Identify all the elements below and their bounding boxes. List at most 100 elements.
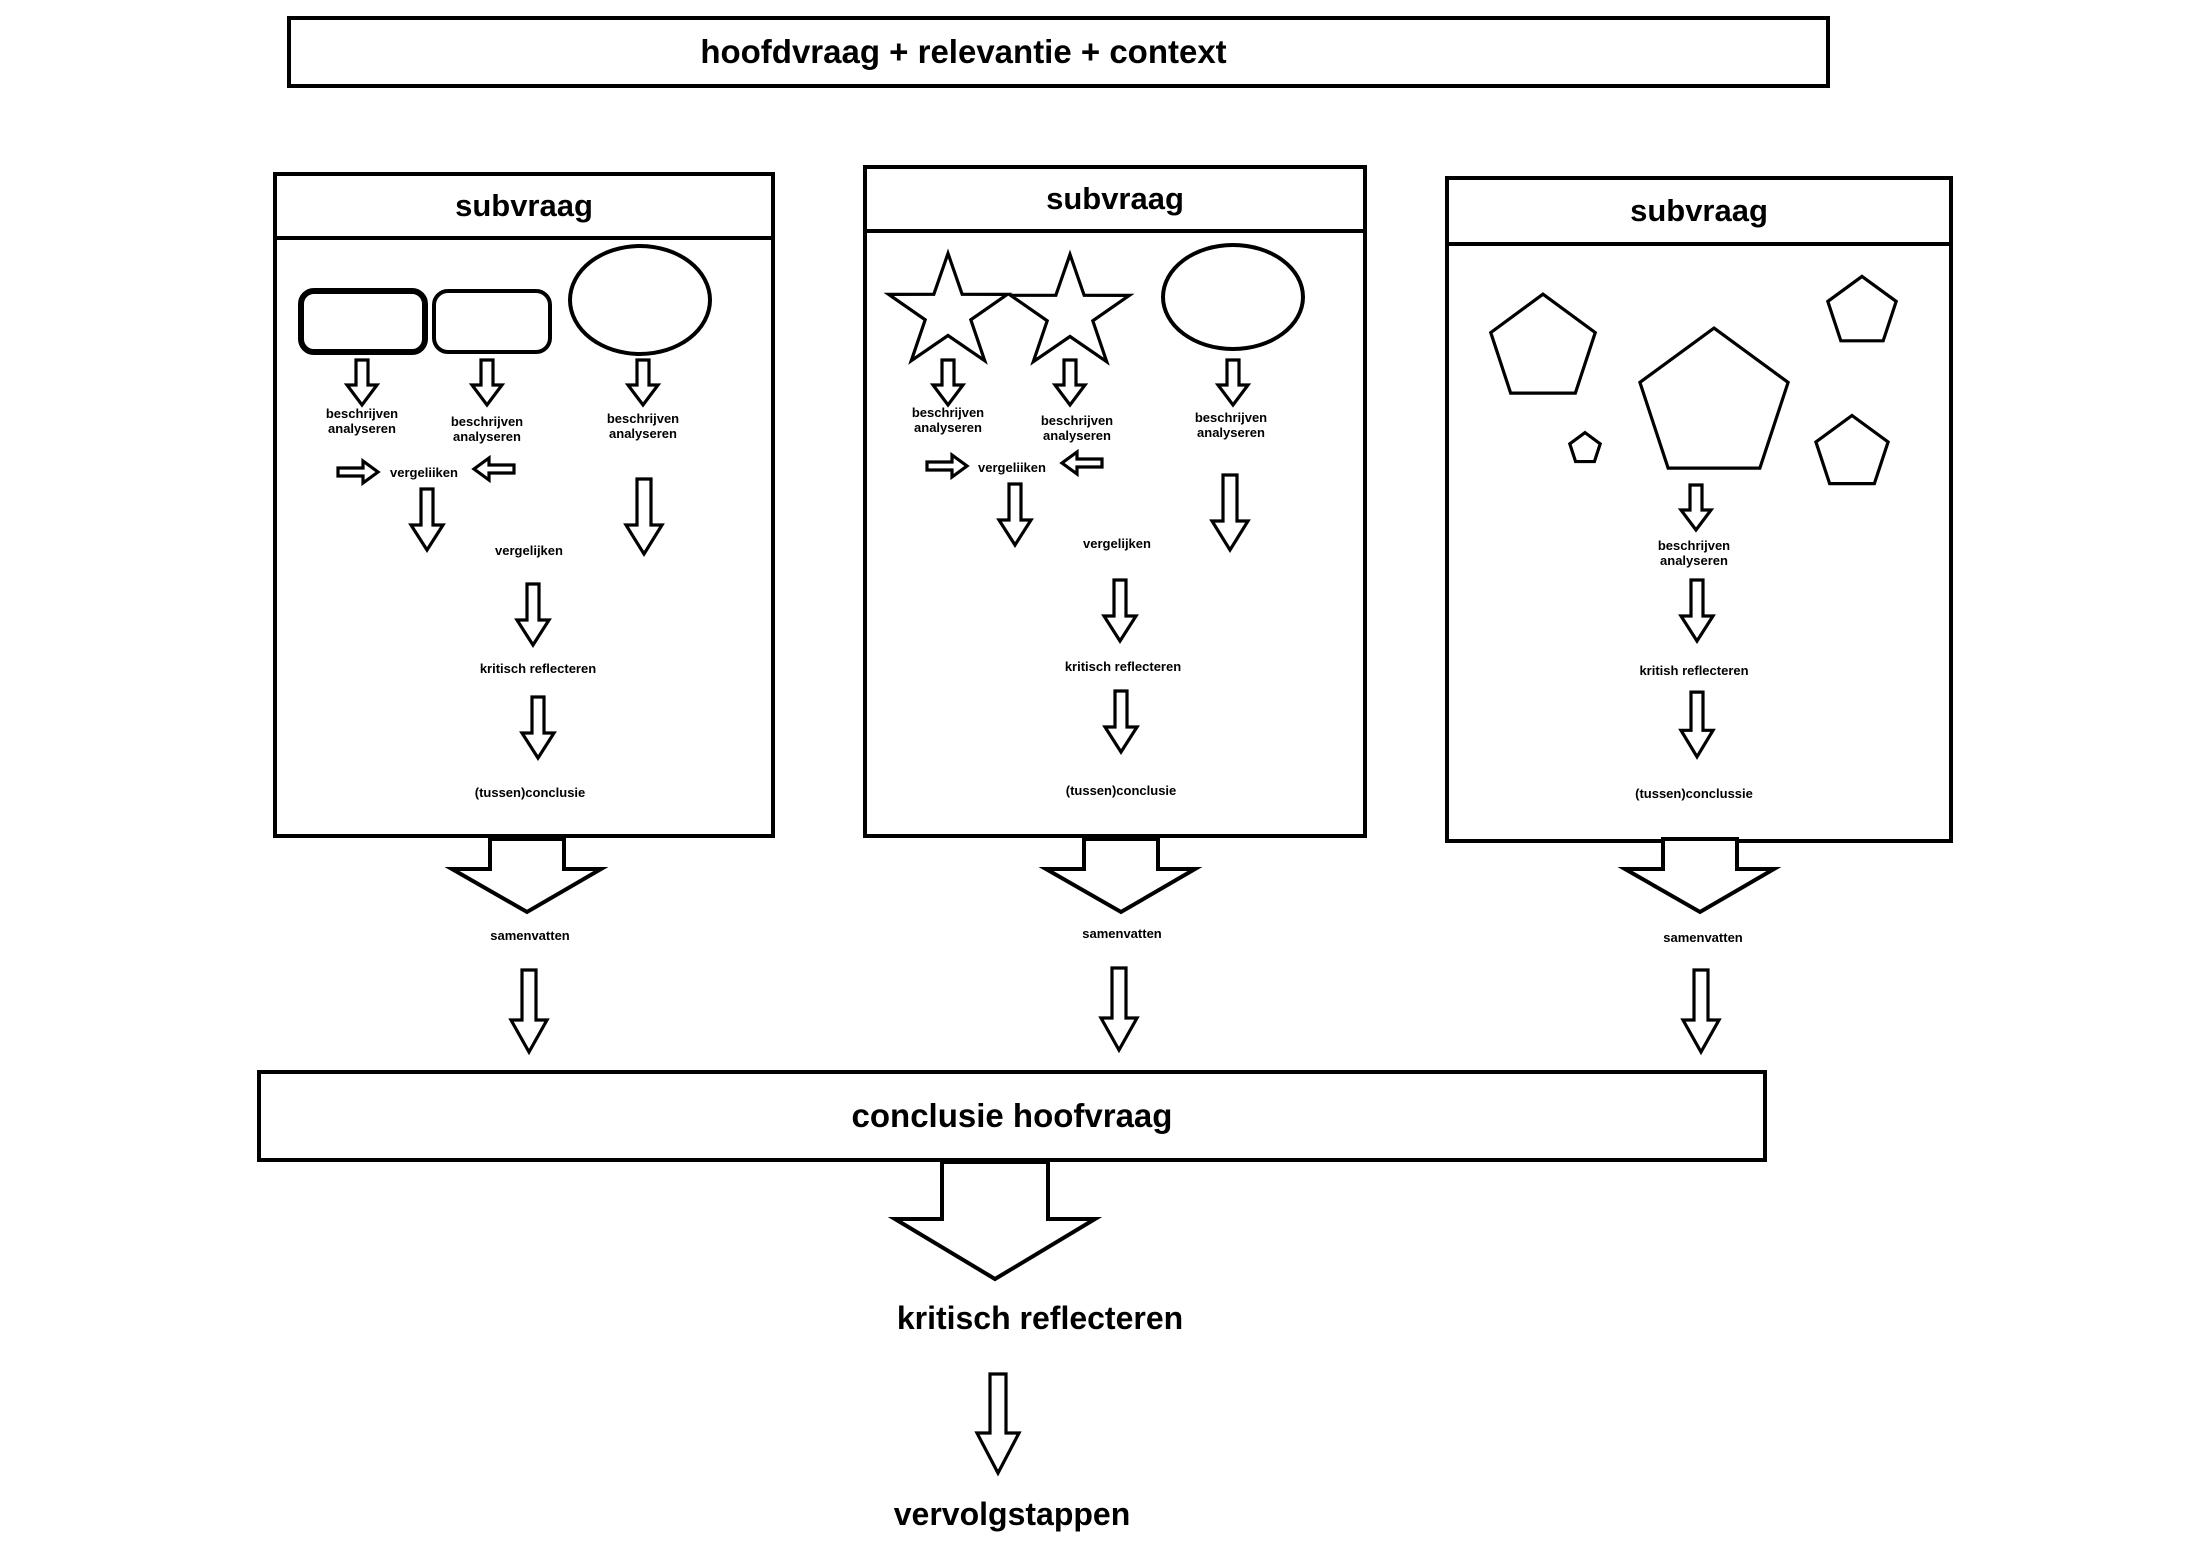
rounded-rectangle-shape — [432, 289, 552, 354]
conclusion-label: (tussen)conclusie — [475, 785, 586, 800]
describe-label: beschrijven analyseren — [1658, 538, 1730, 568]
describe-label: beschrijven analyseren — [1195, 410, 1267, 440]
describe-label-line2: analyseren — [914, 420, 982, 435]
wide-down-arrow-icon — [1623, 838, 1776, 914]
describe-label-line1: beschrijven — [1040, 413, 1114, 428]
conclusion-text: (tussen)conclussie — [1635, 786, 1753, 801]
down-arrow-icon — [1216, 358, 1250, 408]
reflect-text: kritisch reflecteren — [1064, 659, 1182, 674]
describe-label-line2: analyseren — [609, 426, 677, 441]
reflect-label: kritisch reflecteren — [480, 661, 596, 676]
compare-label: vergelijken — [495, 543, 563, 558]
summarize-text: samenvatten — [1663, 930, 1743, 945]
describe-label-line1: beschrijven — [606, 411, 680, 426]
reflect-text: kritisch reflecteren — [479, 661, 597, 676]
down-arrow-icon — [1103, 689, 1139, 755]
next-steps-heading: vervolgstappen — [894, 1496, 1131, 1533]
summarize-label: samenvatten — [1663, 930, 1742, 945]
reflect-label: kritish reflecteren — [1639, 663, 1748, 678]
down-arrow-icon — [975, 1372, 1021, 1476]
main-conclusion-title: conclusie hoofvraag — [851, 1097, 1173, 1134]
down-arrow-icon — [515, 582, 551, 648]
describe-label-line1: beschrijven — [911, 405, 985, 420]
down-arrow-icon — [409, 487, 445, 553]
down-arrow-icon — [1679, 578, 1715, 644]
conclusion-box: conclusie hoofvraag — [257, 1070, 1767, 1162]
right-arrow-icon — [925, 452, 969, 480]
describe-label: beschrijven analyseren — [1041, 413, 1113, 443]
down-arrow-icon — [345, 358, 379, 408]
ellipse-shape — [1161, 243, 1305, 351]
main-question-title: hoofdvraag + relevantie + context — [700, 33, 1227, 70]
describe-label-line1: beschrijven — [1657, 538, 1731, 553]
down-arrow-icon — [1679, 483, 1713, 533]
describe-label-line1: beschrijven — [1194, 410, 1268, 425]
rounded-rectangle-shape — [298, 288, 428, 355]
pentagon-shape — [1569, 432, 1601, 463]
describe-label-line2: analyseren — [1197, 425, 1265, 440]
describe-label-line2: analyseren — [1043, 428, 1111, 443]
down-arrow-icon — [1099, 966, 1139, 1052]
conclusion-text: (tussen)conclusie — [474, 785, 586, 800]
star-shape — [888, 250, 1008, 364]
next-steps-heading-text: vervolgstappen — [893, 1496, 1131, 1532]
describe-label: beschrijven analyseren — [326, 406, 398, 436]
wide-down-arrow-icon — [450, 838, 603, 914]
down-arrow-icon — [931, 358, 965, 408]
compare-inline-text: vergeliiken — [390, 465, 458, 480]
down-arrow-icon — [1210, 473, 1250, 553]
describe-label: beschrijven analyseren — [912, 405, 984, 435]
reflect-text: kritish reflecteren — [1639, 663, 1749, 678]
down-arrow-icon — [1681, 968, 1721, 1054]
subquestion-header: subvraag — [867, 169, 1363, 233]
conclusion-label: (tussen)conclussie — [1635, 786, 1753, 801]
summarize-text: samenvatten — [490, 928, 570, 943]
summarize-label: samenvatten — [490, 928, 569, 943]
describe-label-line2: analyseren — [328, 421, 396, 436]
reflect-heading: kritisch reflecteren — [897, 1300, 1183, 1337]
conclusion-label: (tussen)conclusie — [1066, 783, 1177, 798]
wide-down-arrow-icon — [1044, 838, 1197, 914]
compare-text: vergelijken — [495, 543, 563, 558]
describe-label-line1: beschrijven — [450, 414, 524, 429]
left-arrow-icon — [1060, 449, 1104, 477]
subquestion-title: subvraag — [1046, 181, 1184, 216]
conclusion-text: (tussen)conclusie — [1065, 783, 1177, 798]
down-arrow-icon — [624, 477, 664, 557]
pentagon-shape — [1826, 275, 1898, 344]
describe-label: beschrijven analyseren — [607, 411, 679, 441]
subquestion-panel-1: subvraag beschrijven analyseren beschrij… — [273, 172, 775, 838]
describe-label-line1: beschrijven — [325, 406, 399, 421]
compare-label: vergelijken — [1083, 536, 1151, 551]
describe-label-line2: analyseren — [1660, 553, 1728, 568]
wide-down-arrow-icon — [892, 1160, 1098, 1282]
summarize-label: samenvatten — [1082, 926, 1161, 941]
subquestion-header: subvraag — [277, 176, 771, 240]
compare-inline-label: vergeliiken — [978, 460, 1046, 475]
down-arrow-icon — [1679, 690, 1715, 760]
star-shape — [1010, 251, 1130, 365]
describe-label: beschrijven analyseren — [451, 414, 523, 444]
pentagon-shape — [1636, 325, 1792, 475]
subquestion-header: subvraag — [1449, 180, 1949, 246]
compare-text: vergelijken — [1083, 536, 1151, 551]
right-arrow-icon — [336, 458, 380, 486]
subquestion-panel-2: subvraag beschrijven analyseren beschrij… — [863, 165, 1367, 838]
reflect-label: kritisch reflecteren — [1065, 659, 1181, 674]
compare-inline-label: vergeliiken — [390, 465, 458, 480]
subquestion-title: subvraag — [1630, 193, 1768, 228]
down-arrow-icon — [509, 968, 549, 1054]
down-arrow-icon — [470, 358, 504, 408]
down-arrow-icon — [520, 695, 556, 761]
pentagon-shape — [1814, 414, 1890, 487]
compare-inline-text: vergeliiken — [978, 460, 1046, 475]
summarize-text: samenvatten — [1082, 926, 1162, 941]
down-arrow-icon — [1102, 578, 1138, 644]
ellipse-shape — [568, 244, 712, 356]
subquestion-title: subvraag — [455, 188, 593, 223]
subquestion-panel-3: subvraag beschrijven analyseren kritish … — [1445, 176, 1953, 843]
down-arrow-icon — [1053, 358, 1087, 408]
reflect-heading-text: kritisch reflecteren — [896, 1300, 1184, 1336]
left-arrow-icon — [472, 455, 516, 483]
